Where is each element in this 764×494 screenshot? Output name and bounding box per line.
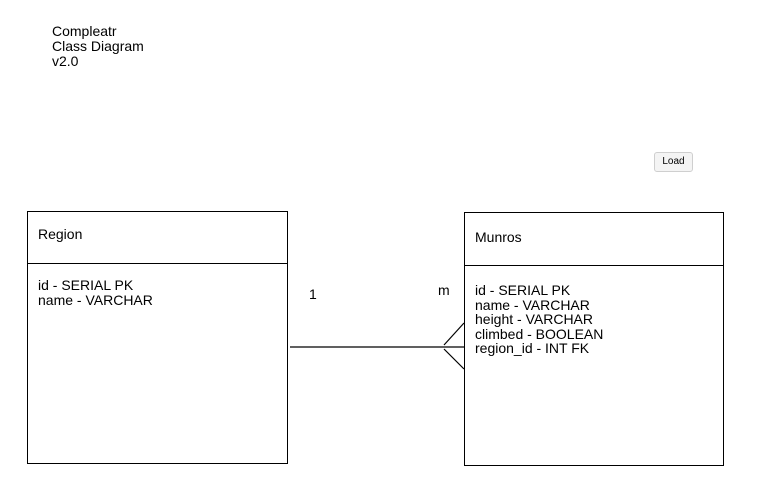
attribute-row: name - VARCHAR — [38, 291, 153, 308]
multiplicity-many-label: m — [438, 282, 450, 298]
entity-munros-attributes: id - SERIAL PK name - VARCHAR height - V… — [475, 283, 603, 356]
diagram-title-block: Compleatr Class Diagram v2.0 — [52, 24, 144, 69]
attribute-row: climbed - BOOLEAN — [475, 325, 604, 342]
attribute-row: height - VARCHAR — [475, 311, 594, 327]
diagram-type: Class Diagram — [52, 38, 144, 54]
crow-foot-upper-prong — [443, 322, 465, 346]
entity-region[interactable]: Region id - SERIAL PK name - VARCHAR — [27, 211, 288, 464]
multiplicity-one-label: 1 — [309, 286, 317, 302]
entity-region-header: Region — [28, 212, 287, 264]
attribute-row: name - VARCHAR — [475, 296, 590, 313]
entity-region-attributes: id - SERIAL PK name - VARCHAR — [38, 278, 153, 307]
load-button[interactable]: Load — [654, 152, 693, 172]
attribute-row: id - SERIAL PK — [475, 282, 571, 298]
app-name: Compleatr — [52, 23, 117, 39]
attribute-row: id - SERIAL PK — [38, 277, 134, 293]
entity-munros-header: Munros — [465, 213, 723, 266]
entity-munros-name: Munros — [475, 229, 522, 245]
crow-foot-lower-prong — [443, 348, 465, 370]
entity-region-name: Region — [38, 226, 83, 242]
entity-munros[interactable]: Munros id - SERIAL PK name - VARCHAR hei… — [464, 212, 724, 466]
diagram-version: v2.0 — [52, 53, 79, 69]
attribute-row: region_id - INT FK — [475, 340, 590, 356]
